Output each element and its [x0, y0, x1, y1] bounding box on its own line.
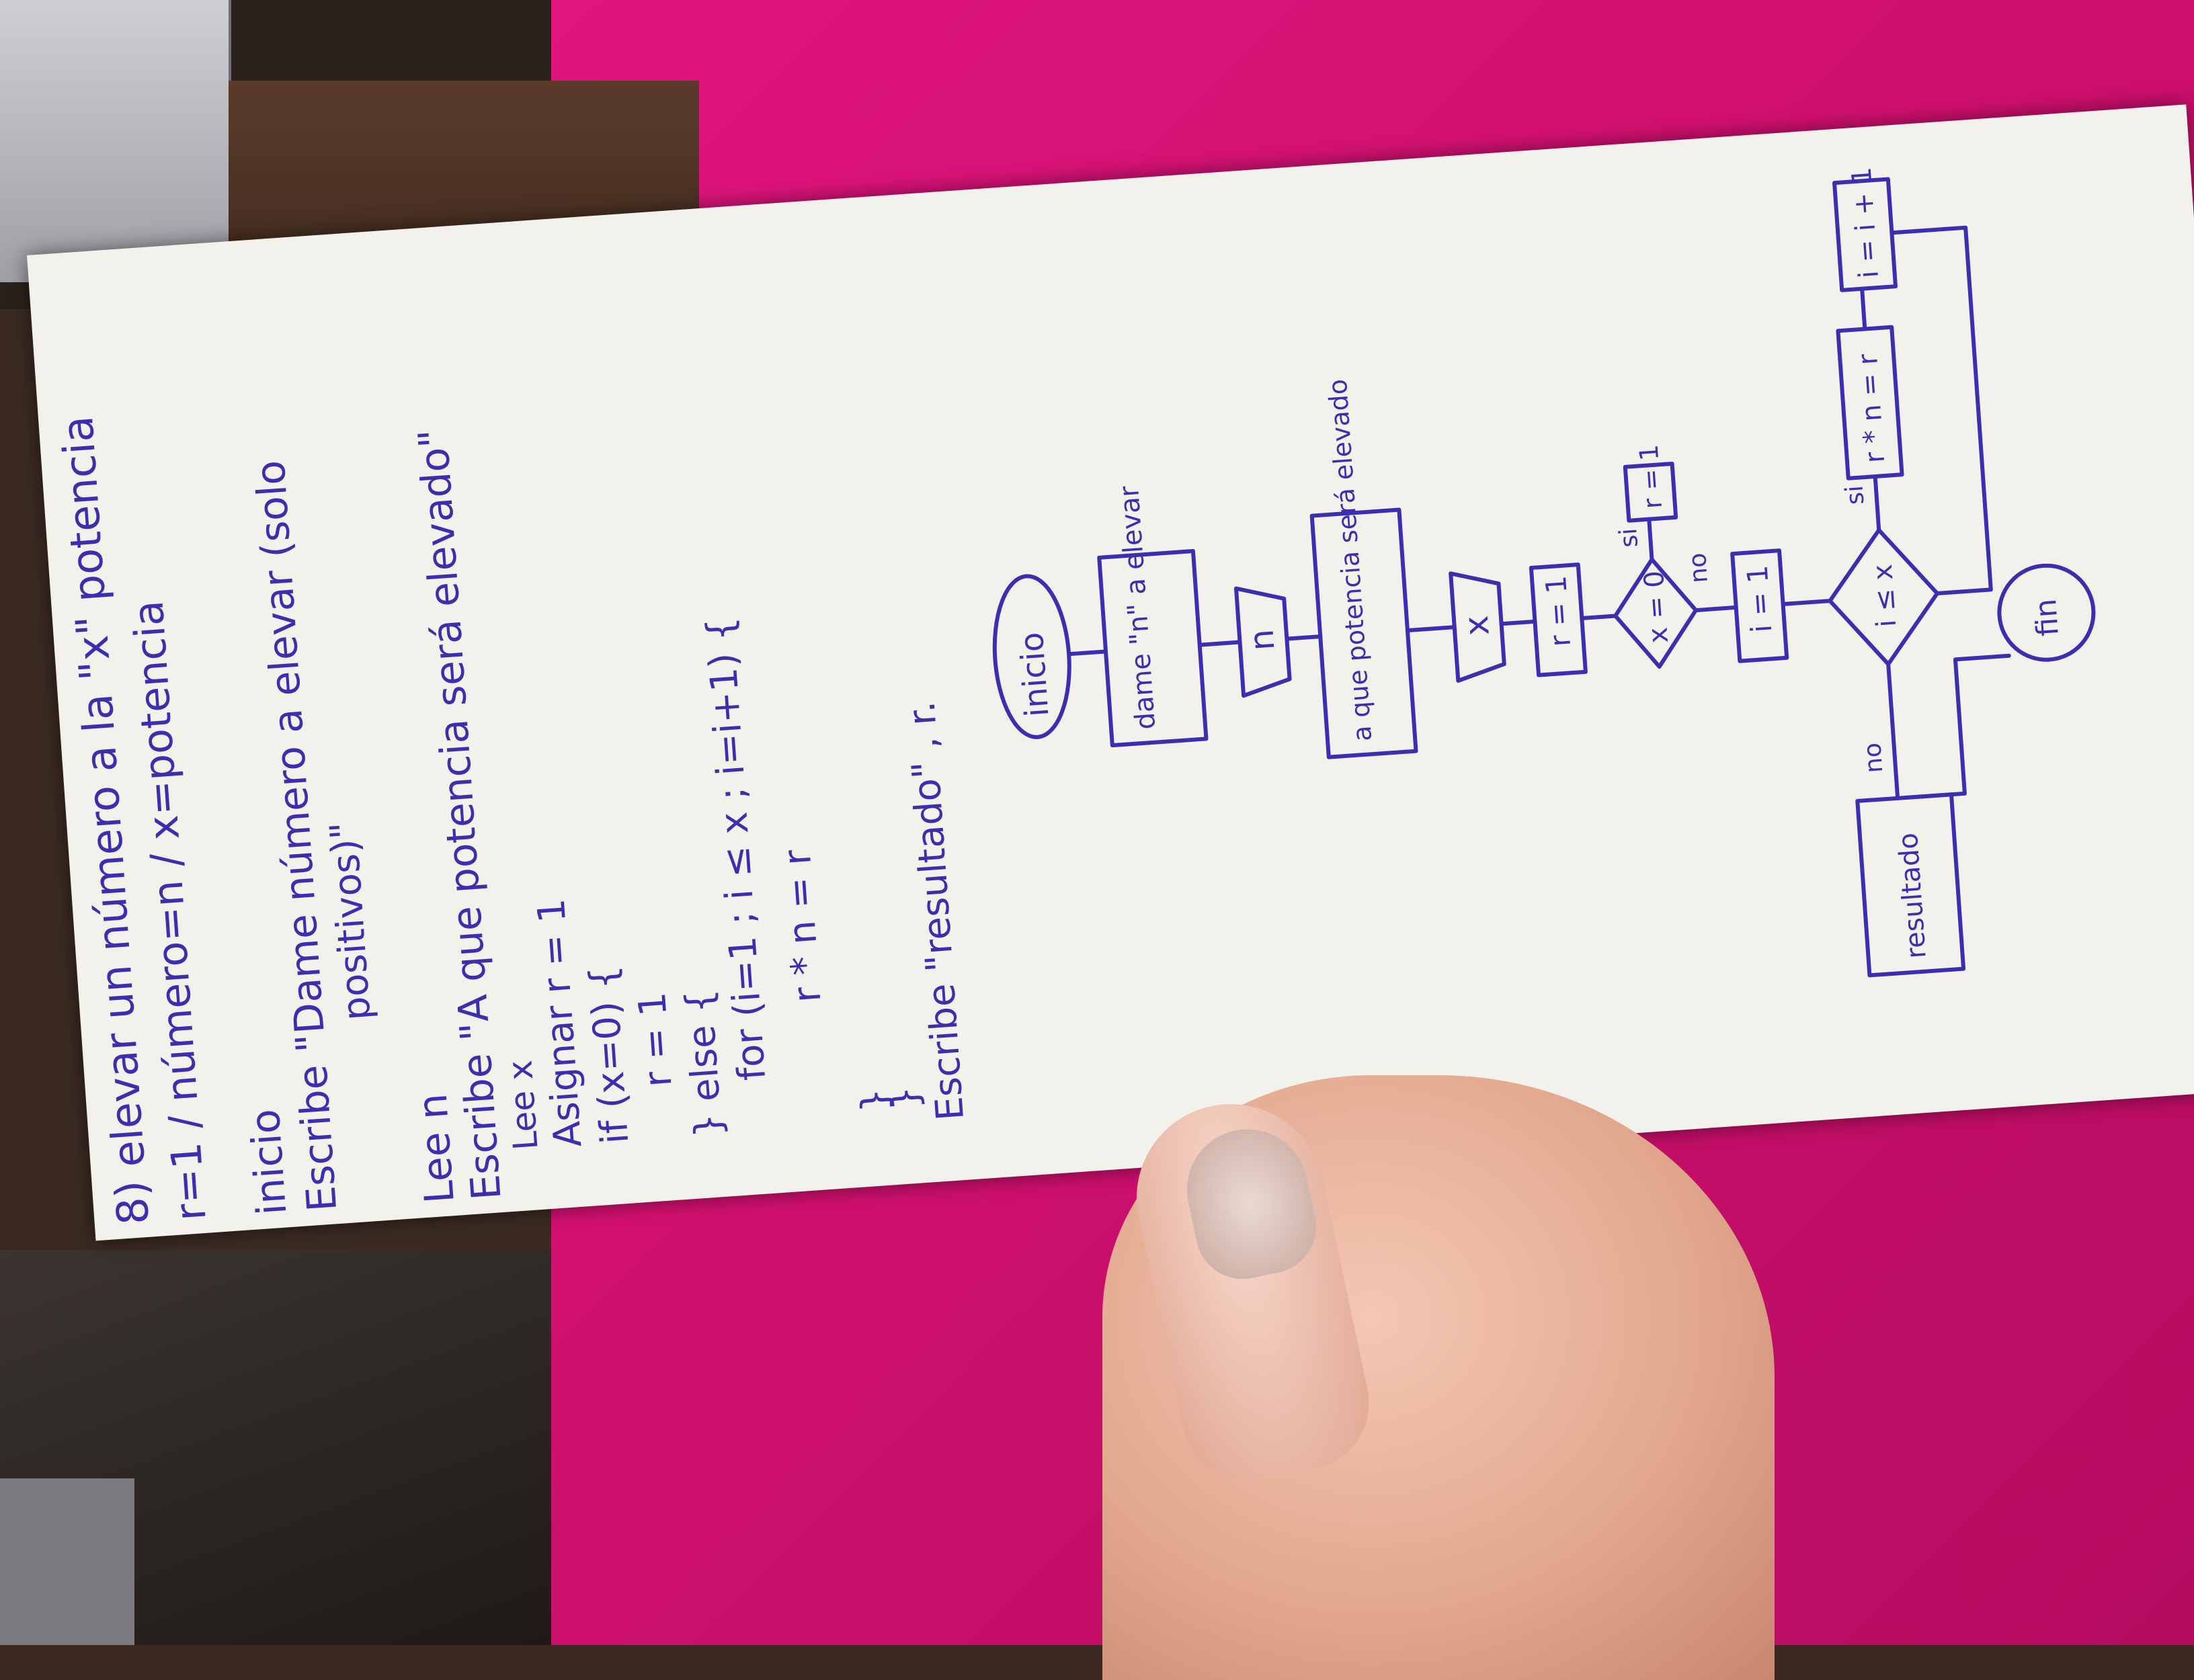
handwriting-canvas: 8) elevar un número a la "x" potencia r=… — [53, 166, 2096, 1226]
paper-sheet: 8) elevar un número a la "x" potencia r=… — [27, 104, 2194, 1241]
start-label: inicio — [1013, 631, 1057, 718]
prompt2-label: a que potencia será elevado — [1323, 378, 1378, 743]
decision2-label: i ≤ x — [1867, 563, 1902, 628]
end-terminal — [1997, 563, 2096, 662]
increment-label: i = i + 1 — [1846, 166, 1885, 279]
assign-r-label: r = 1 — [1539, 575, 1577, 648]
assign-i-label: i = 1 — [1741, 564, 1779, 634]
notes-line3: inicio — [242, 1107, 296, 1216]
read-x-label: x — [1457, 614, 1497, 637]
multiply-box — [1836, 325, 1904, 480]
assign-i-box — [1730, 548, 1789, 663]
r1-label: r = 1 — [1634, 444, 1668, 510]
end-label: fin — [2029, 597, 2066, 637]
notes-line14: r * n = r — [776, 847, 830, 1004]
notes-line15: } — [853, 1087, 898, 1114]
decision2-yes: si — [1841, 485, 1870, 506]
notes-line11: r = 1 — [631, 991, 681, 1088]
notes-line10: if (x=0) { — [581, 964, 637, 1146]
flowchart: inicio dame "n" a elevar n a que potenci… — [992, 166, 2096, 978]
read-x-box — [1449, 571, 1506, 683]
decision1-label: x = 0 — [1639, 570, 1674, 644]
notes-line17: Escribe "resultado" , r. — [900, 700, 973, 1122]
decision1-no: no — [1684, 552, 1713, 584]
grey-object — [0, 1478, 134, 1645]
read-n-label: n — [1242, 628, 1282, 653]
laptop-corner — [0, 0, 231, 282]
notes-line6: Lee n — [409, 1092, 464, 1205]
prompt2-box — [1309, 507, 1418, 759]
r1-box — [1623, 462, 1678, 523]
prompt1-label: dame "n" a elevar — [1114, 485, 1162, 730]
notes-line7: Escribe "A que potencia será elevado" — [410, 427, 511, 1202]
prompt1-box — [1097, 549, 1209, 748]
output-label: resultado — [1893, 832, 1933, 960]
decision1-yes: si — [1615, 528, 1643, 549]
assign-r-box — [1529, 562, 1588, 677]
notes-line16: } — [883, 1085, 928, 1111]
increment-box — [1832, 177, 1898, 292]
notes-line8: Lee x — [500, 1059, 545, 1152]
notes-line12: } else { — [678, 988, 731, 1138]
multiply-label: r * n = r — [1853, 353, 1891, 464]
decision2-no: no — [1859, 742, 1888, 774]
read-n-box — [1233, 586, 1292, 698]
